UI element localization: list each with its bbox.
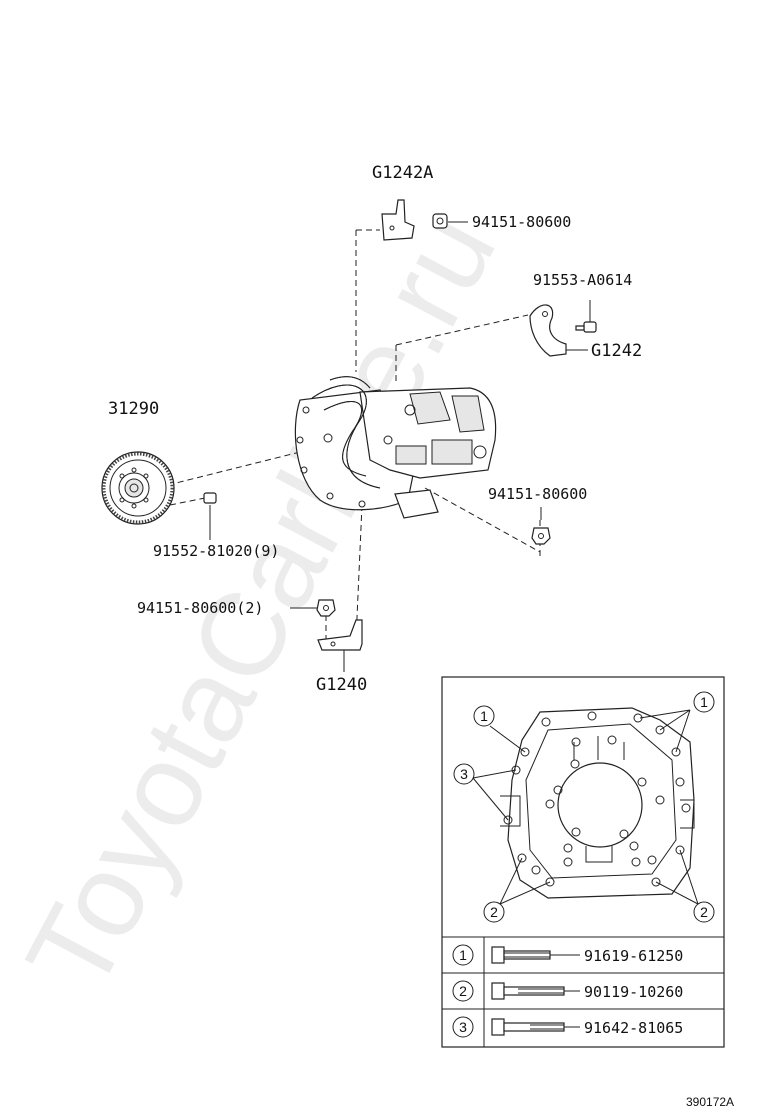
bell-housing-view [500, 707, 695, 899]
svg-text:3: 3 [459, 1019, 467, 1035]
nut-94151-bottom[interactable] [316, 599, 336, 617]
marker-1-left: 1 [473, 705, 495, 727]
bolt-table-row[interactable]: 3 91642-81065 [452, 1016, 683, 1038]
svg-text:1: 1 [700, 694, 708, 710]
label-31290[interactable]: 31290 [108, 399, 159, 419]
bolt-part-90119: 90119-10260 [584, 983, 683, 1001]
bolt-part-91619: 91619-61250 [584, 947, 683, 965]
svg-text:2: 2 [459, 983, 467, 999]
label-91552-81020[interactable]: 91552-81020(9) [153, 542, 279, 560]
marker-2-left: 2 [483, 901, 505, 923]
label-94151-80600-bottom[interactable]: 94151-80600(2) [137, 599, 263, 617]
drive-plate-31290[interactable] [101, 451, 175, 525]
label-91553-a0614[interactable]: 91553-A0614 [533, 271, 632, 289]
bracket-g1240[interactable] [317, 619, 363, 651]
bracket-g1242a[interactable] [381, 199, 415, 241]
bolt-table-row[interactable]: 2 90119-10260 [452, 980, 683, 1002]
leader-lines [167, 221, 591, 672]
nut-94151-top[interactable] [432, 213, 448, 229]
svg-text:2: 2 [700, 904, 708, 920]
diagram-code: 390172A [686, 1095, 734, 1109]
marker-2-right: 2 [693, 901, 715, 923]
bracket-g1242[interactable] [529, 304, 567, 357]
bolt-91552[interactable] [203, 492, 217, 504]
inset-panel: 1 1 3 2 2 1 91619-61250 [441, 676, 725, 1048]
label-94151-80600-top[interactable]: 94151-80600 [472, 213, 571, 231]
svg-text:1: 1 [480, 708, 488, 724]
bolt-table-row[interactable]: 1 91619-61250 [452, 944, 683, 966]
label-g1240[interactable]: G1240 [316, 675, 367, 695]
marker-1-right: 1 [693, 691, 715, 713]
marker-3: 3 [453, 763, 475, 785]
label-g1242a[interactable]: G1242A [372, 163, 433, 183]
nut-94151-mid[interactable] [531, 527, 551, 545]
label-g1242[interactable]: G1242 [591, 341, 642, 361]
bolt-part-91642: 91642-81065 [584, 1019, 683, 1037]
svg-text:2: 2 [490, 904, 498, 920]
svg-text:1: 1 [459, 947, 467, 963]
bolt-91553[interactable] [575, 321, 597, 333]
svg-text:3: 3 [460, 766, 468, 782]
label-94151-80600-mid[interactable]: 94151-80600 [488, 485, 587, 503]
transmission-assembly[interactable] [294, 376, 497, 519]
